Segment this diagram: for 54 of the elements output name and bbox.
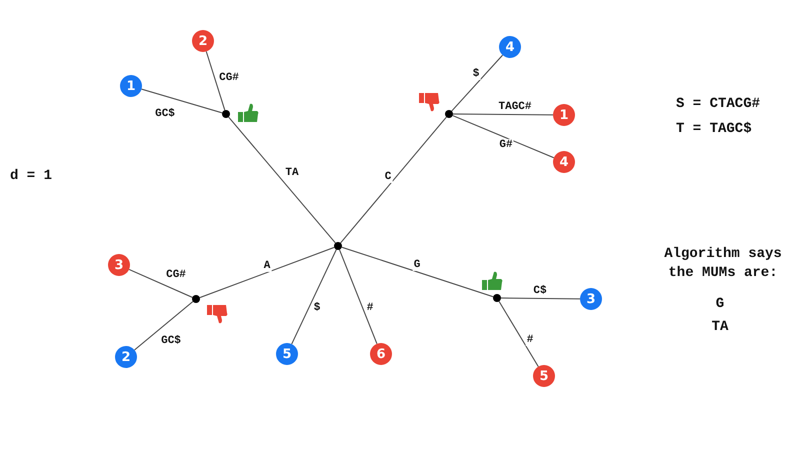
internal-node-dot [192, 295, 200, 303]
suffix-index: 5 [539, 368, 549, 384]
suffix-index: 5 [282, 346, 292, 362]
tree-edge [228, 116, 336, 244]
tree-edge [206, 51, 226, 111]
tree-edge [141, 88, 223, 114]
edge-label: G [412, 258, 422, 272]
tree-edge [338, 249, 378, 344]
leaf-circle [499, 36, 521, 58]
tree-edge [451, 54, 504, 112]
tree-edge [452, 115, 554, 158]
string-definition: T = TAGC$ [676, 120, 752, 139]
result-note: Algorithm says the MUMs are: [663, 245, 783, 283]
edge-label: $ [472, 68, 480, 80]
suffix-index: 3 [586, 292, 596, 306]
leaf-circle [370, 343, 392, 365]
suffix-index: 3 [114, 258, 124, 272]
edge-label: # [366, 302, 374, 314]
leaf-circle [276, 343, 298, 365]
distance-parameter: d = 1 [10, 167, 52, 186]
suffix-index: 2 [121, 350, 131, 364]
suffix-index: 4 [559, 154, 569, 170]
tree-edge [128, 268, 193, 298]
internal-node-dot [445, 110, 453, 118]
leaf-circle [120, 75, 142, 97]
tree-edge [134, 301, 194, 350]
internal-node-dot [493, 294, 501, 302]
leaf-circle [580, 288, 602, 310]
edge-label: C [384, 170, 392, 184]
tree-edge [500, 298, 580, 300]
leaf-circle [108, 254, 130, 276]
edge-label: A [262, 260, 272, 272]
edge-label: # [526, 334, 534, 346]
suffix-index: 4 [505, 40, 515, 54]
tree-edge [341, 246, 494, 298]
internal-node-dot [222, 110, 230, 118]
result-item: G [714, 295, 726, 314]
suffix-index: 1 [126, 78, 136, 94]
result-item: TA [710, 318, 730, 337]
internal-node-dot [334, 242, 342, 250]
string-definition: S = CTACG# [676, 95, 760, 114]
leaf-circle [115, 346, 137, 368]
leaf-circle [553, 151, 575, 173]
leaf-circle [553, 104, 575, 126]
suffix-index: 6 [376, 346, 386, 362]
tree-edge [498, 300, 539, 368]
tree-edge [340, 116, 447, 244]
leaf-circle [533, 365, 555, 387]
suffix-index: 2 [198, 34, 208, 48]
tree-edge [291, 249, 337, 345]
suffix-index: 1 [559, 108, 569, 122]
leaf-circle [192, 30, 214, 52]
tree-edge [199, 246, 335, 298]
tree-edge [452, 114, 554, 116]
